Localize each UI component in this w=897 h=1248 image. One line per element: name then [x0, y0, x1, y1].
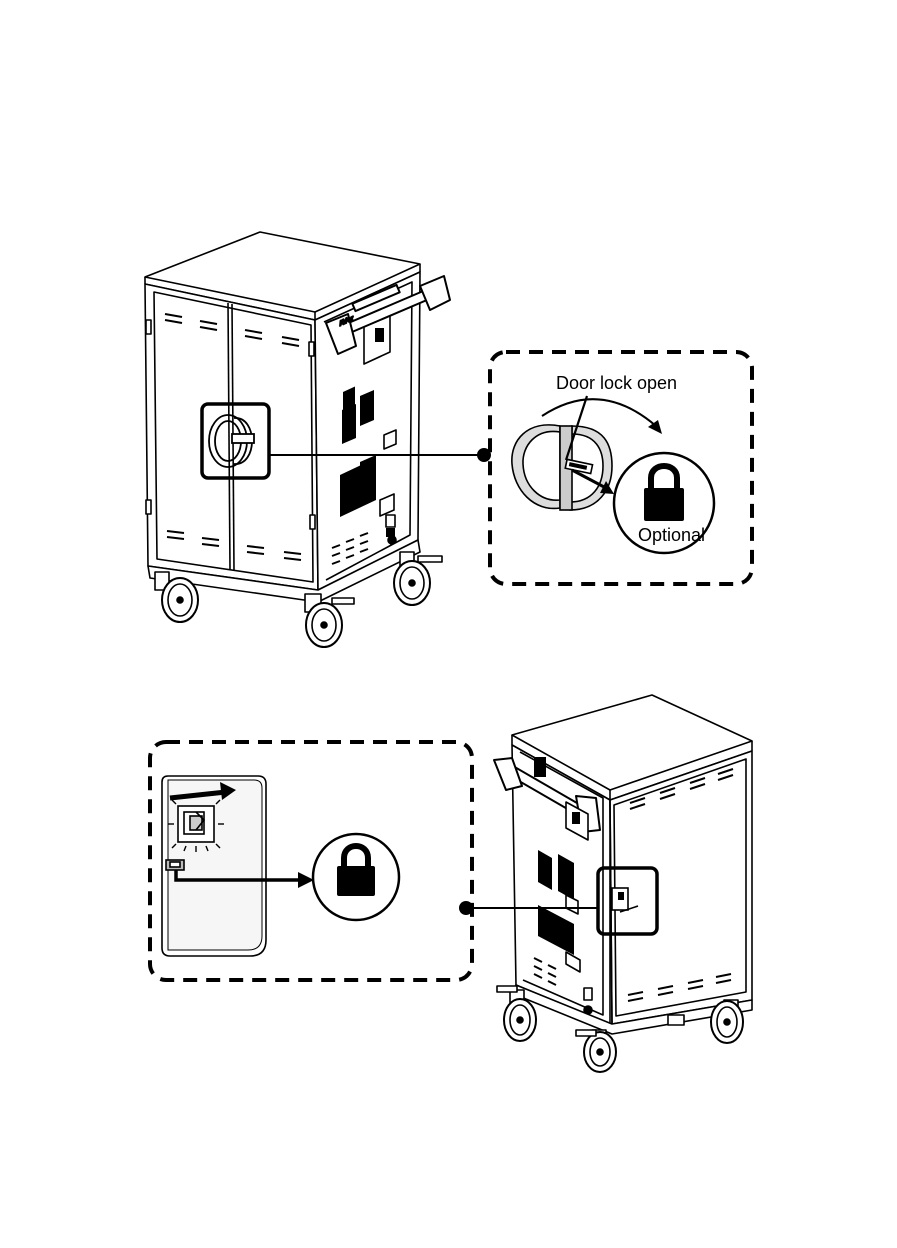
top-callout: Door lock open Optional: [490, 352, 752, 584]
bottom-callout: [150, 742, 472, 980]
caster-rear-front: [576, 1030, 616, 1072]
side-latch-icon: [162, 776, 266, 956]
door-handle-icon: [512, 425, 612, 510]
door-lock-open-label: Door lock open: [556, 373, 677, 393]
caster-rear-right: [394, 552, 442, 605]
cart-rear-view: [494, 695, 752, 1072]
rotate-arrow: [542, 399, 656, 426]
caster-side-right: [711, 1000, 743, 1043]
caster-front-right: [305, 594, 354, 647]
optional-label: Optional: [638, 525, 705, 545]
cart-front-view: AVer: [145, 232, 450, 647]
cart-side-door-face: [610, 751, 752, 1024]
